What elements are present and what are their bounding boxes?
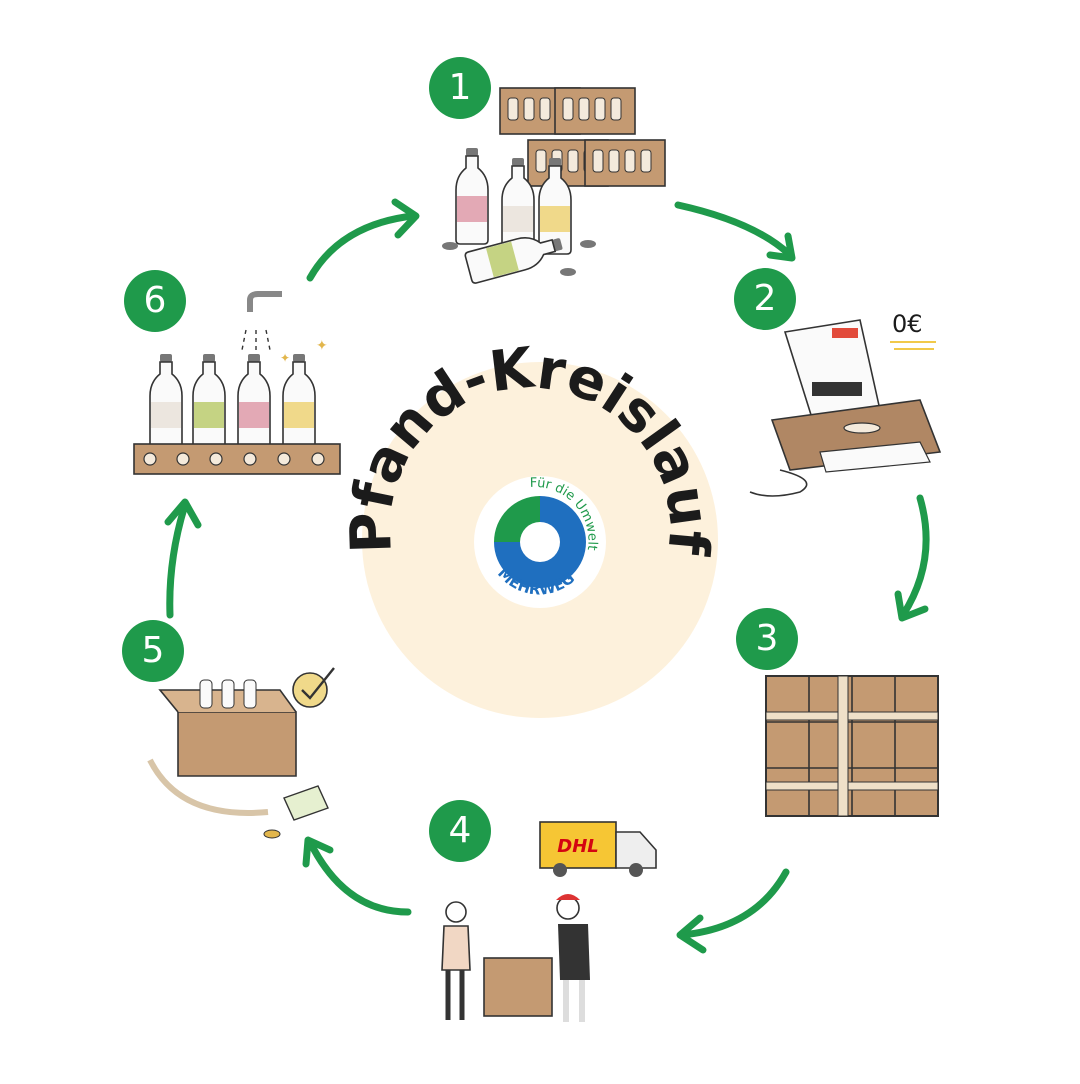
arrow-6-to-1 [306, 212, 416, 282]
printer-cable [749, 469, 808, 497]
arrow-5-to-6 [166, 501, 189, 619]
bottle-green-lying [463, 227, 567, 285]
step-5-illustration [147, 667, 335, 839]
step-3-illustration [765, 675, 939, 817]
arrow-1-to-2 [674, 201, 794, 259]
bottle-cap [442, 242, 458, 250]
money-icon [283, 785, 329, 821]
bottle-cap [580, 240, 596, 248]
step-4-badge: 4 [429, 800, 491, 862]
cardboard-box [584, 139, 666, 187]
step-5-badge: 5 [122, 620, 184, 682]
sparkle-icon: ✦ [280, 351, 290, 365]
courier [556, 896, 580, 920]
parcel-box [483, 957, 553, 1017]
coins-icon [263, 829, 281, 839]
step-2-badge: 2 [734, 268, 796, 330]
bottle-white [501, 157, 535, 255]
dhl-truck [539, 821, 617, 869]
step-1-illustration [442, 87, 666, 285]
cardboard-box [554, 87, 636, 135]
arrow-4-to-5 [306, 838, 412, 916]
bottle-pink [455, 147, 489, 245]
bottle-yellow [538, 157, 572, 255]
arrow-3-to-4 [678, 868, 790, 939]
return-box [177, 711, 297, 777]
arrow-2-to-3 [899, 494, 930, 619]
step-6-badge: 6 [124, 270, 186, 332]
step-6-illustration: ✦ ✦ [133, 291, 341, 475]
bottle-pink [237, 353, 271, 451]
customer [445, 901, 467, 923]
step-3-badge: 3 [736, 608, 798, 670]
step-2-illustration: 0€ [749, 310, 942, 497]
cycle-arrows [164, 198, 930, 954]
tap-icon [247, 291, 282, 312]
bottle-white [149, 353, 183, 451]
barcode-icon [812, 382, 862, 396]
zero-euro-note: 0€ [892, 310, 923, 338]
conveyor-belt [133, 443, 341, 475]
logo-blue-ring [494, 496, 586, 588]
sparkle-icon: ✦ [316, 338, 328, 354]
mehrweg-logo: Für die Umwelt MEHRWEG [474, 476, 606, 608]
step-1-badge: 1 [429, 57, 491, 119]
logo-green-segment [494, 496, 540, 542]
truck-label: DHL [557, 836, 598, 857]
bottle-green [192, 353, 226, 451]
bottle-cap [560, 268, 576, 276]
check-icon [292, 672, 328, 708]
step-4-illustration: DHL [441, 821, 657, 1022]
bottle-yellow [282, 353, 316, 451]
refund-arrow [147, 758, 269, 816]
